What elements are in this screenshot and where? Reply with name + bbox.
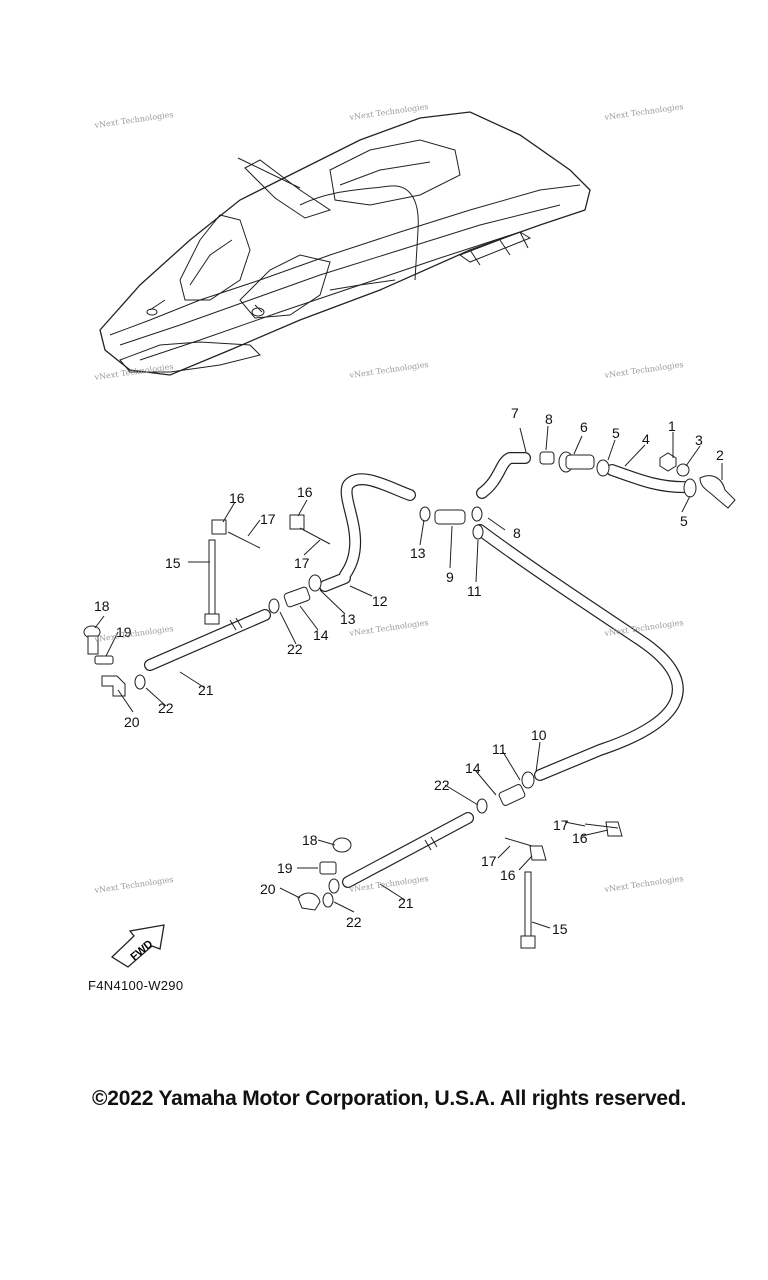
callout-19-left: 19 <box>116 624 132 640</box>
leader-lines <box>94 425 723 929</box>
callout-11-top: 11 <box>467 583 482 599</box>
fittings <box>83 451 736 968</box>
callout-numbers: 1 2 3 4 5 5 6 7 8 8 9 10 11 11 12 13 13 … <box>94 405 724 937</box>
callout-18-bottom: 18 <box>302 832 318 848</box>
callout-21-bottom: 21 <box>398 895 414 911</box>
callout-16-b: 16 <box>297 484 313 500</box>
callout-14-bottom: 14 <box>465 760 481 776</box>
watermark: vNext Technologies <box>93 875 174 895</box>
diagram-code: F4N4100-W290 <box>88 978 184 993</box>
watermark: vNext Technologies <box>348 618 429 638</box>
callout-2: 2 <box>716 447 724 463</box>
callout-3: 3 <box>695 432 703 448</box>
watermark: vNext Technologies <box>603 102 684 122</box>
callout-22-d: 22 <box>346 914 362 930</box>
watermark: vNext Technologies <box>603 874 684 894</box>
callout-6: 6 <box>580 419 588 435</box>
callout-5-top: 5 <box>612 425 620 441</box>
callout-17-d: 17 <box>481 853 497 869</box>
copyright-notice: ©2022 Yamaha Motor Corporation, U.S.A. A… <box>92 1087 687 1110</box>
callout-7: 7 <box>511 405 519 421</box>
callout-20-left: 20 <box>124 714 140 730</box>
watermark: vNext Technologies <box>93 624 174 644</box>
watermark: vNext Technologies <box>348 360 429 380</box>
callout-8-top: 8 <box>545 411 553 427</box>
callout-22-c: 22 <box>434 777 450 793</box>
callout-22-a: 22 <box>158 700 174 716</box>
callout-16-c: 16 <box>572 830 588 846</box>
watercraft-illustration <box>99 111 591 376</box>
callout-1: 1 <box>668 418 676 434</box>
callout-16-d: 16 <box>500 867 516 883</box>
callout-17-b: 17 <box>294 555 310 571</box>
callout-8-mid: 8 <box>513 525 521 541</box>
callout-4: 4 <box>642 431 650 447</box>
callout-15-left: 15 <box>165 555 181 571</box>
callout-10: 10 <box>531 727 547 743</box>
hose-routing <box>144 452 694 888</box>
callout-15-right: 15 <box>552 921 568 937</box>
callout-14-top: 14 <box>313 627 329 643</box>
callout-19-bottom: 19 <box>277 860 293 876</box>
callout-21-left: 21 <box>198 682 214 698</box>
watermark: vNext Technologies <box>603 360 684 380</box>
watermark: vNext Technologies <box>93 110 174 130</box>
callout-18-left: 18 <box>94 598 110 614</box>
callout-22-b: 22 <box>287 641 303 657</box>
callout-17-a: 17 <box>260 511 276 527</box>
callout-12: 12 <box>372 593 388 609</box>
callout-9: 9 <box>446 569 454 585</box>
callout-16-a: 16 <box>229 490 245 506</box>
callout-5-bottom: 5 <box>680 513 688 529</box>
callout-20-bottom: 20 <box>260 881 276 897</box>
callout-13-top: 13 <box>410 545 426 561</box>
callout-17-c: 17 <box>553 817 569 833</box>
callout-11-bottom: 11 <box>492 741 507 757</box>
callout-13-mid: 13 <box>340 611 356 627</box>
